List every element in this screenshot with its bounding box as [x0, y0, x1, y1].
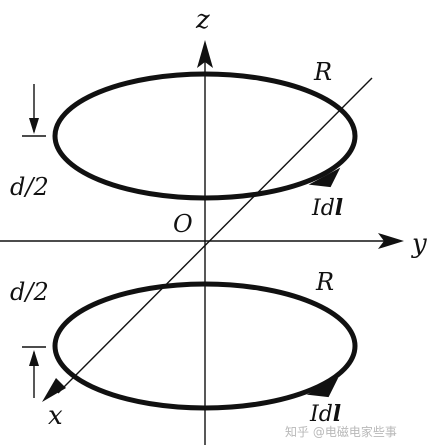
z-axis-arrowhead: [197, 40, 213, 68]
top-radius-label: R: [313, 58, 332, 86]
watermark-text: 知乎 @电磁电家些事: [285, 424, 397, 439]
bottom-current-element-label: Idl: [309, 401, 341, 427]
y-axis-label: y: [411, 229, 427, 259]
bottom-current-direction-arrow: [306, 377, 339, 398]
origin-label: O: [173, 210, 193, 238]
bottom-radius-label: R: [315, 268, 334, 296]
top-current-element-vector: l: [335, 195, 343, 221]
top-current-direction-arrow: [308, 167, 341, 188]
top-current-element-label: Idl: [311, 195, 343, 221]
bottom-current-loop: [52, 281, 358, 411]
top-distance-marker-arrowhead: [29, 118, 39, 134]
x-axis-arrowhead: [42, 378, 66, 402]
bottom-half-distance-label: d/2: [10, 278, 49, 306]
top-half-distance-label: d/2: [10, 173, 49, 201]
x-axis-label: x: [48, 401, 63, 431]
bottom-distance-marker-arrowhead: [29, 350, 39, 366]
z-axis-label: z: [195, 5, 210, 35]
x-axis-line: [57, 77, 373, 394]
top-current-loop: [52, 71, 358, 201]
y-axis-arrowhead: [378, 233, 404, 249]
bottom-current-element-vector: l: [333, 401, 341, 427]
bottom-current-element-prefix: Id: [309, 402, 333, 427]
top-current-element-prefix: Id: [311, 196, 335, 221]
